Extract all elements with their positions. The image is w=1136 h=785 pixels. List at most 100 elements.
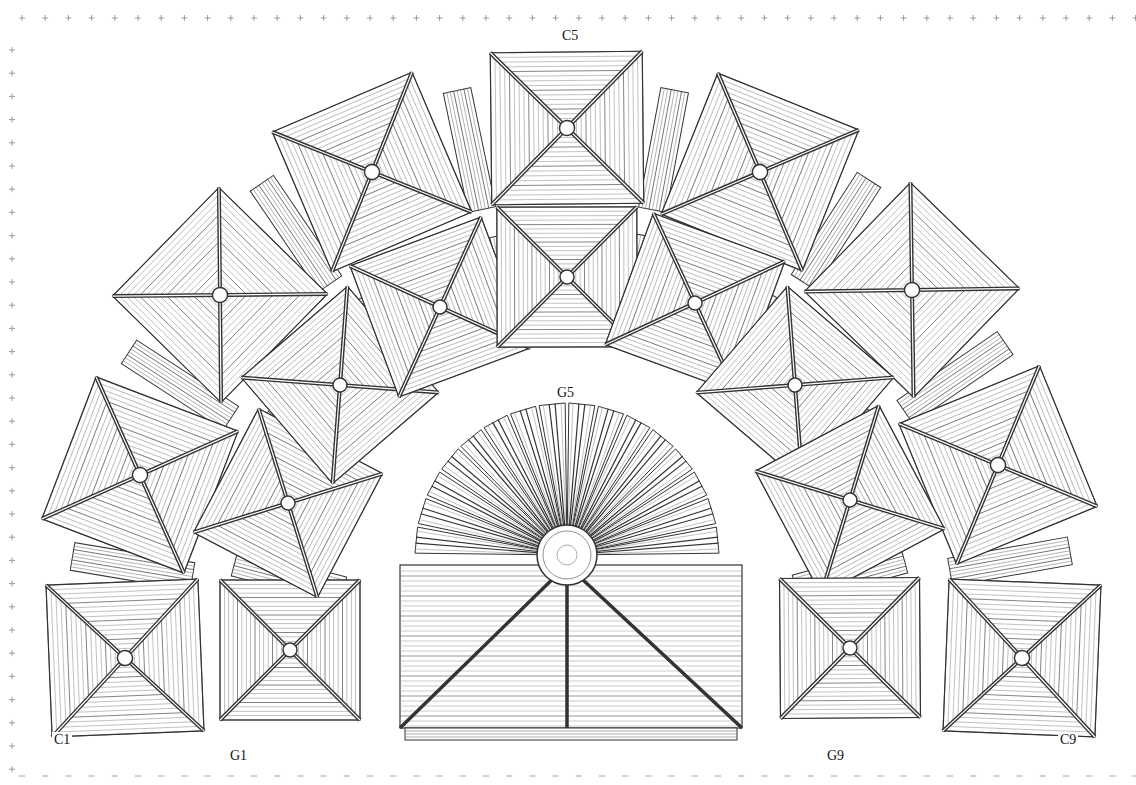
- drawing-part: [73, 408, 208, 543]
- drawing-part: [973, 440, 1023, 490]
- ruler-tick: [645, 15, 651, 21]
- ruler-tick: [576, 776, 582, 777]
- ruler-tick: [390, 776, 396, 777]
- drawing-part: [91, 426, 189, 524]
- drawing-part: [46, 579, 204, 737]
- ruler-tick: [529, 15, 535, 21]
- drawing-part: [673, 281, 718, 326]
- panel-label: C9: [1058, 732, 1078, 748]
- drawing-part: [389, 256, 490, 357]
- central-panel: [400, 565, 742, 728]
- ruler-tick: [576, 15, 582, 21]
- drawing-part: [258, 473, 317, 532]
- drawing-part: [820, 470, 879, 529]
- drawing-part: [467, 88, 492, 207]
- drawing-part: [698, 110, 822, 234]
- drawing-part: [490, 51, 643, 204]
- ruler-tick: [854, 15, 860, 21]
- ruler-tick: [645, 776, 651, 777]
- drawing-part: [276, 491, 300, 515]
- drawing-part: [780, 578, 921, 719]
- drawing-part: [686, 294, 704, 312]
- ruler-tick: [901, 15, 907, 21]
- ruler-tick: [205, 15, 211, 21]
- ruler-tick: [9, 441, 15, 447]
- ruler-tick: [808, 776, 814, 777]
- drawing-part: [85, 420, 195, 530]
- drawing-part: [46, 579, 204, 737]
- drawing-part: [739, 329, 850, 440]
- ruler-tick: [9, 720, 15, 726]
- contour-line: [405, 731, 737, 732]
- drawing-part: [283, 643, 297, 657]
- drawing-part: [328, 128, 415, 215]
- vault-panel: [42, 377, 238, 573]
- drawing-part: [291, 91, 453, 253]
- contour-line: [400, 631, 742, 632]
- drawing-part: [953, 589, 1091, 727]
- contour-line: [400, 696, 742, 697]
- ruler-tick: [413, 15, 419, 21]
- drawing-part: [71, 604, 180, 713]
- drawing-part: [291, 336, 390, 435]
- contour-line: [400, 666, 742, 667]
- ruler-tick: [622, 15, 628, 21]
- contour-line: [400, 701, 742, 702]
- contour-line: [400, 661, 742, 662]
- ruler-tick: [297, 776, 303, 777]
- drawing-part: [61, 594, 189, 722]
- ruler-tick: [9, 302, 15, 308]
- ruler-tick: [9, 743, 15, 749]
- ruler-tick: [553, 776, 559, 777]
- drawing-part: [490, 51, 643, 204]
- drawing-part: [97, 432, 183, 518]
- drawing-part: [42, 377, 238, 573]
- drawing-part: [128, 463, 153, 488]
- drawing-part: [42, 377, 238, 573]
- contour-line: [400, 621, 742, 622]
- drawing-part: [644, 252, 745, 353]
- drawing-part: [684, 292, 706, 314]
- drawing-part: [109, 444, 170, 505]
- ruler-tick: [1017, 15, 1023, 21]
- drawing-part: [723, 135, 797, 209]
- ruler-tick: [344, 776, 350, 777]
- ruler-tick: [947, 15, 953, 21]
- vault-panel: [220, 580, 360, 720]
- drawing-part: [936, 403, 1060, 527]
- drawing-part: [791, 441, 909, 559]
- contour-line: [400, 671, 742, 672]
- contour-line: [400, 601, 742, 602]
- drawing-part: [943, 579, 1101, 737]
- ruler-tick: [367, 776, 373, 777]
- ruler-tick: [321, 15, 327, 21]
- drawing-part: [785, 435, 915, 565]
- drawing-part: [968, 604, 1077, 713]
- drawing-part: [79, 414, 202, 537]
- contour-line: [400, 656, 742, 657]
- contour-line: [405, 734, 737, 735]
- ruler-tick: [9, 163, 15, 169]
- ruler-tick: [9, 697, 15, 703]
- contour-line: [400, 641, 742, 642]
- drawing-part: [56, 589, 194, 727]
- drawing-part: [464, 89, 489, 208]
- drawing-part: [943, 579, 1101, 737]
- ruler-tick: [65, 15, 71, 21]
- vault-panel: [943, 579, 1101, 737]
- ruler-tick: [321, 776, 327, 777]
- drawing-part: [431, 298, 449, 316]
- drawing-part: [639, 247, 751, 359]
- contour-line: [400, 616, 742, 617]
- ruler-tick: [9, 117, 15, 123]
- ruler-tick: [483, 776, 489, 777]
- ruler-tick: [553, 15, 559, 21]
- ruler-tick: [9, 650, 15, 656]
- drawing-part: [297, 97, 447, 247]
- ruler-tick: [437, 15, 443, 21]
- ruler-tick: [808, 15, 814, 21]
- drawing-part: [988, 455, 1008, 475]
- drawing-part: [297, 342, 383, 428]
- ruler-tick: [785, 776, 791, 777]
